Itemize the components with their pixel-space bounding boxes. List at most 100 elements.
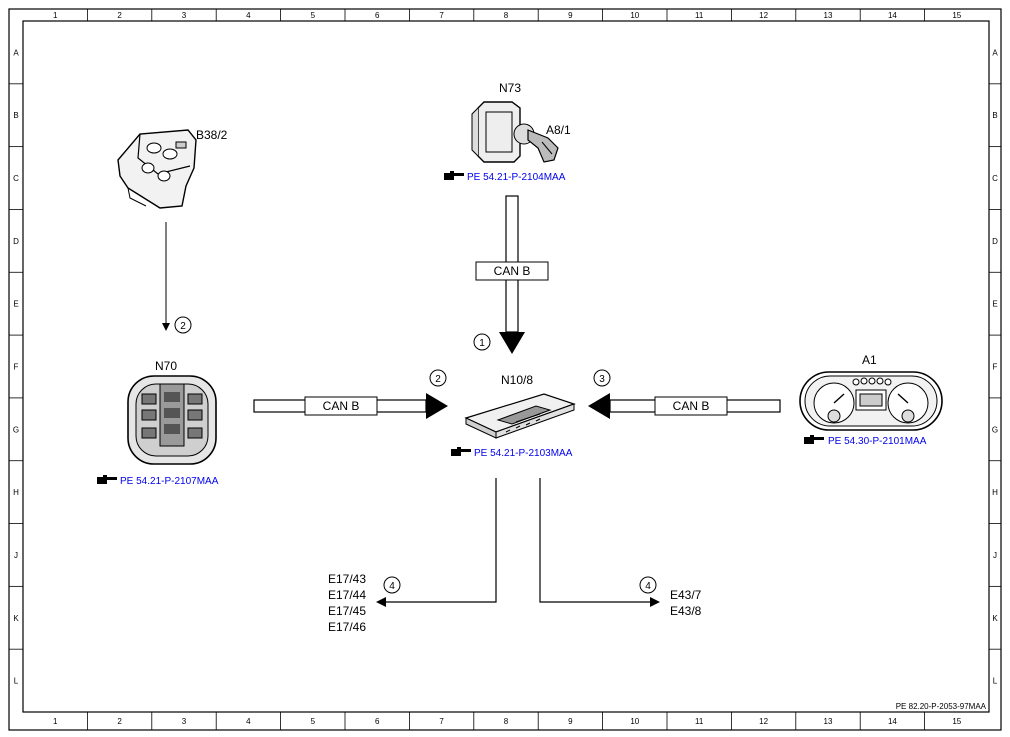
n70-label: N70 [155, 359, 177, 373]
column-label-top: 4 [246, 11, 251, 20]
marker-4-left: 4 [383, 576, 401, 594]
n10-8-label: N10/8 [501, 373, 533, 387]
column-label-bottom: 5 [311, 717, 316, 726]
svg-text:2: 2 [180, 321, 186, 332]
svg-text:1: 1 [479, 338, 485, 349]
svg-text:PE 54.30-P-2101MAA: PE 54.30-P-2101MAA [828, 436, 927, 447]
column-label-bottom: 11 [695, 717, 704, 726]
output-line-right [539, 478, 650, 603]
svg-text:4: 4 [389, 581, 395, 592]
overhead-control-panel-icon [127, 375, 217, 465]
column-label-bottom: 6 [375, 717, 380, 726]
marker-2-mid: 2 [429, 369, 447, 387]
marker-4-right: 4 [639, 576, 657, 594]
a1-reference[interactable]: PE 54.30-P-2101MAA [804, 435, 927, 447]
rain-light-sensor-icon [117, 129, 197, 209]
row-label-right: L [993, 677, 998, 686]
row-label-right: B [992, 111, 997, 120]
row-label-right: H [992, 488, 998, 497]
row-label-left: K [13, 614, 19, 623]
row-label-right: E [992, 300, 997, 309]
row-label-left: B [13, 111, 18, 120]
n73-reference[interactable]: PE 54.21-P-2104MAA [444, 171, 566, 183]
frame-ruler: 1122334455667788991010111112121313141415… [9, 9, 1001, 730]
column-label-top: 13 [824, 11, 833, 20]
column-label-bottom: 12 [759, 717, 768, 726]
row-label-left: F [14, 363, 19, 372]
row-label-right: G [992, 425, 998, 434]
column-label-top: 9 [568, 11, 573, 20]
marker-1: 1 [473, 333, 491, 351]
output-right-1: E43/7 [670, 588, 702, 602]
row-label-left: L [14, 677, 19, 686]
output-right-2: E43/8 [670, 604, 702, 618]
output-list-left: E17/43 E17/44 E17/45 E17/46 [328, 572, 366, 634]
can-bus-left-arrow [426, 393, 448, 419]
column-label-bottom: 14 [888, 717, 897, 726]
pointing-hand-icon [444, 171, 464, 180]
output-left-1: E17/43 [328, 572, 366, 586]
column-label-top: 2 [117, 11, 122, 20]
output-left-3: E17/45 [328, 604, 366, 618]
row-label-left: A [13, 48, 19, 57]
column-label-bottom: 8 [504, 717, 509, 726]
output-left-2: E17/44 [328, 588, 366, 602]
column-label-top: 5 [311, 11, 316, 20]
n70-reference[interactable]: PE 54.21-P-2107MAA [97, 475, 219, 487]
column-label-bottom: 13 [824, 717, 833, 726]
can-bus-top-arrow [499, 332, 525, 354]
svg-text:PE 54.21-P-2103MAA: PE 54.21-P-2103MAA [474, 448, 573, 459]
column-label-top: 1 [53, 11, 58, 20]
output-arrow-right [650, 597, 660, 607]
column-label-top: 7 [439, 11, 444, 20]
a8-1-label: A8/1 [546, 123, 571, 137]
column-label-top: 11 [695, 11, 704, 20]
outer-frame [8, 8, 1002, 731]
can-label-left-box [304, 396, 378, 416]
row-label-right: D [992, 237, 998, 246]
b38-2-label: B38/2 [196, 128, 228, 142]
column-label-bottom: 2 [117, 717, 122, 726]
output-arrow-left [376, 597, 386, 607]
output-line-left [386, 478, 497, 603]
pointing-hand-icon [97, 475, 117, 484]
row-label-left: J [14, 551, 18, 560]
can-label-right: CAN B [673, 399, 710, 413]
marker-3: 3 [593, 369, 611, 387]
svg-text:2: 2 [435, 374, 441, 385]
row-label-right: J [993, 551, 997, 560]
can-bus-right-arrow [588, 393, 610, 419]
marker-2-top: 2 [174, 316, 192, 334]
document-id: PE 82.20-P-2053-97MAA [896, 702, 987, 711]
pointing-hand-icon [451, 447, 471, 456]
a1-label: A1 [862, 353, 877, 367]
row-label-right: C [992, 174, 998, 183]
column-label-bottom: 15 [952, 717, 961, 726]
row-label-left: D [13, 237, 19, 246]
column-label-bottom: 4 [246, 717, 251, 726]
n10-8-reference[interactable]: PE 54.21-P-2103MAA [451, 447, 573, 459]
column-label-top: 12 [759, 11, 768, 20]
column-label-bottom: 1 [53, 717, 58, 726]
svg-text:3: 3 [599, 374, 605, 385]
column-label-top: 3 [182, 11, 187, 20]
column-label-bottom: 9 [568, 717, 573, 726]
can-label-top: CAN B [494, 264, 531, 278]
column-label-bottom: 10 [630, 717, 639, 726]
inner-frame [22, 20, 990, 713]
control-module-icon [464, 393, 576, 439]
row-label-left: H [13, 488, 19, 497]
row-label-right: K [992, 614, 998, 623]
column-label-top: 15 [952, 11, 961, 20]
can-label-top-box [475, 261, 549, 281]
pointing-hand-icon [804, 435, 824, 444]
column-label-top: 8 [504, 11, 509, 20]
column-label-bottom: 3 [182, 717, 187, 726]
can-label-left: CAN B [323, 399, 360, 413]
row-label-left: C [13, 174, 19, 183]
can-label-right-box [654, 396, 728, 416]
row-label-left: G [13, 425, 19, 434]
output-left-4: E17/46 [328, 620, 366, 634]
instrument-cluster-icon [799, 371, 943, 431]
